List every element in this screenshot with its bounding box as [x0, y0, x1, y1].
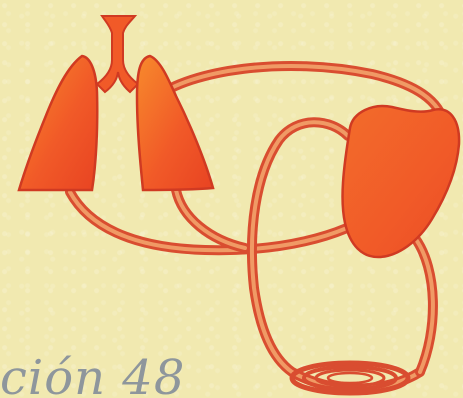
trachea [97, 16, 138, 92]
figure-caption: ción 48 [0, 354, 185, 398]
left-lung [19, 56, 97, 190]
heart [343, 106, 460, 257]
right-lung-to-heart-vessel [176, 190, 245, 248]
